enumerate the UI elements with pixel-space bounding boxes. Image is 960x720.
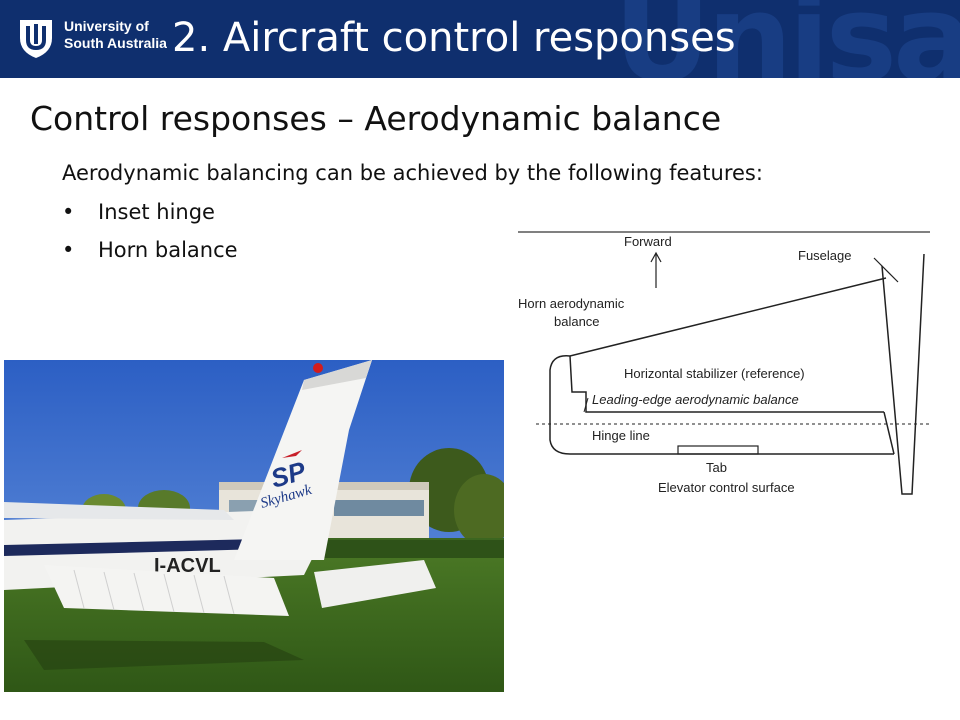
slide-title: 2. Aircraft control responses: [172, 15, 736, 61]
section-heading: Control responses – Aerodynamic balance: [30, 99, 722, 138]
list-item-label: Inset hinge: [98, 200, 215, 224]
feature-list: • Inset hinge • Horn balance: [62, 196, 238, 272]
forward-label: Forward: [624, 234, 672, 249]
hinge-line-label: Hinge line: [592, 428, 650, 443]
university-name: University of South Australia: [64, 18, 167, 52]
bullet-icon: •: [62, 200, 75, 224]
list-item-label: Horn balance: [98, 238, 238, 262]
intro-text: Aerodynamic balancing can be achieved by…: [62, 161, 763, 185]
horn-balance-label-line2: balance: [554, 314, 600, 329]
aircraft-tail-photo: SP Skyhawk I-ACVL: [4, 360, 504, 692]
university-name-line1: University of: [64, 18, 149, 34]
tab-label: Tab: [706, 460, 727, 475]
unisa-watermark: Unisa: [613, 0, 960, 78]
registration-mark: I-ACVL: [154, 555, 221, 577]
header-bar: Unisa University of South Australia 2. A…: [0, 0, 960, 78]
fuselage-label: Fuselage: [798, 248, 851, 263]
leading-edge-label: Leading-edge aerodynamic balance: [592, 392, 799, 407]
elevator-balance-diagram: Forward Fuselage Horn aerodynamic balanc…: [518, 231, 930, 495]
list-item: • Inset hinge: [62, 196, 238, 234]
university-name-line2: South Australia: [64, 35, 167, 51]
unisa-logo-icon: [20, 20, 52, 58]
elevator-label: Elevator control surface: [658, 480, 795, 495]
bullet-icon: •: [62, 238, 75, 262]
horn-balance-label-line1: Horn aerodynamic: [518, 296, 625, 311]
stabilizer-label: Horizontal stabilizer (reference): [624, 366, 805, 381]
list-item: • Horn balance: [62, 234, 238, 272]
